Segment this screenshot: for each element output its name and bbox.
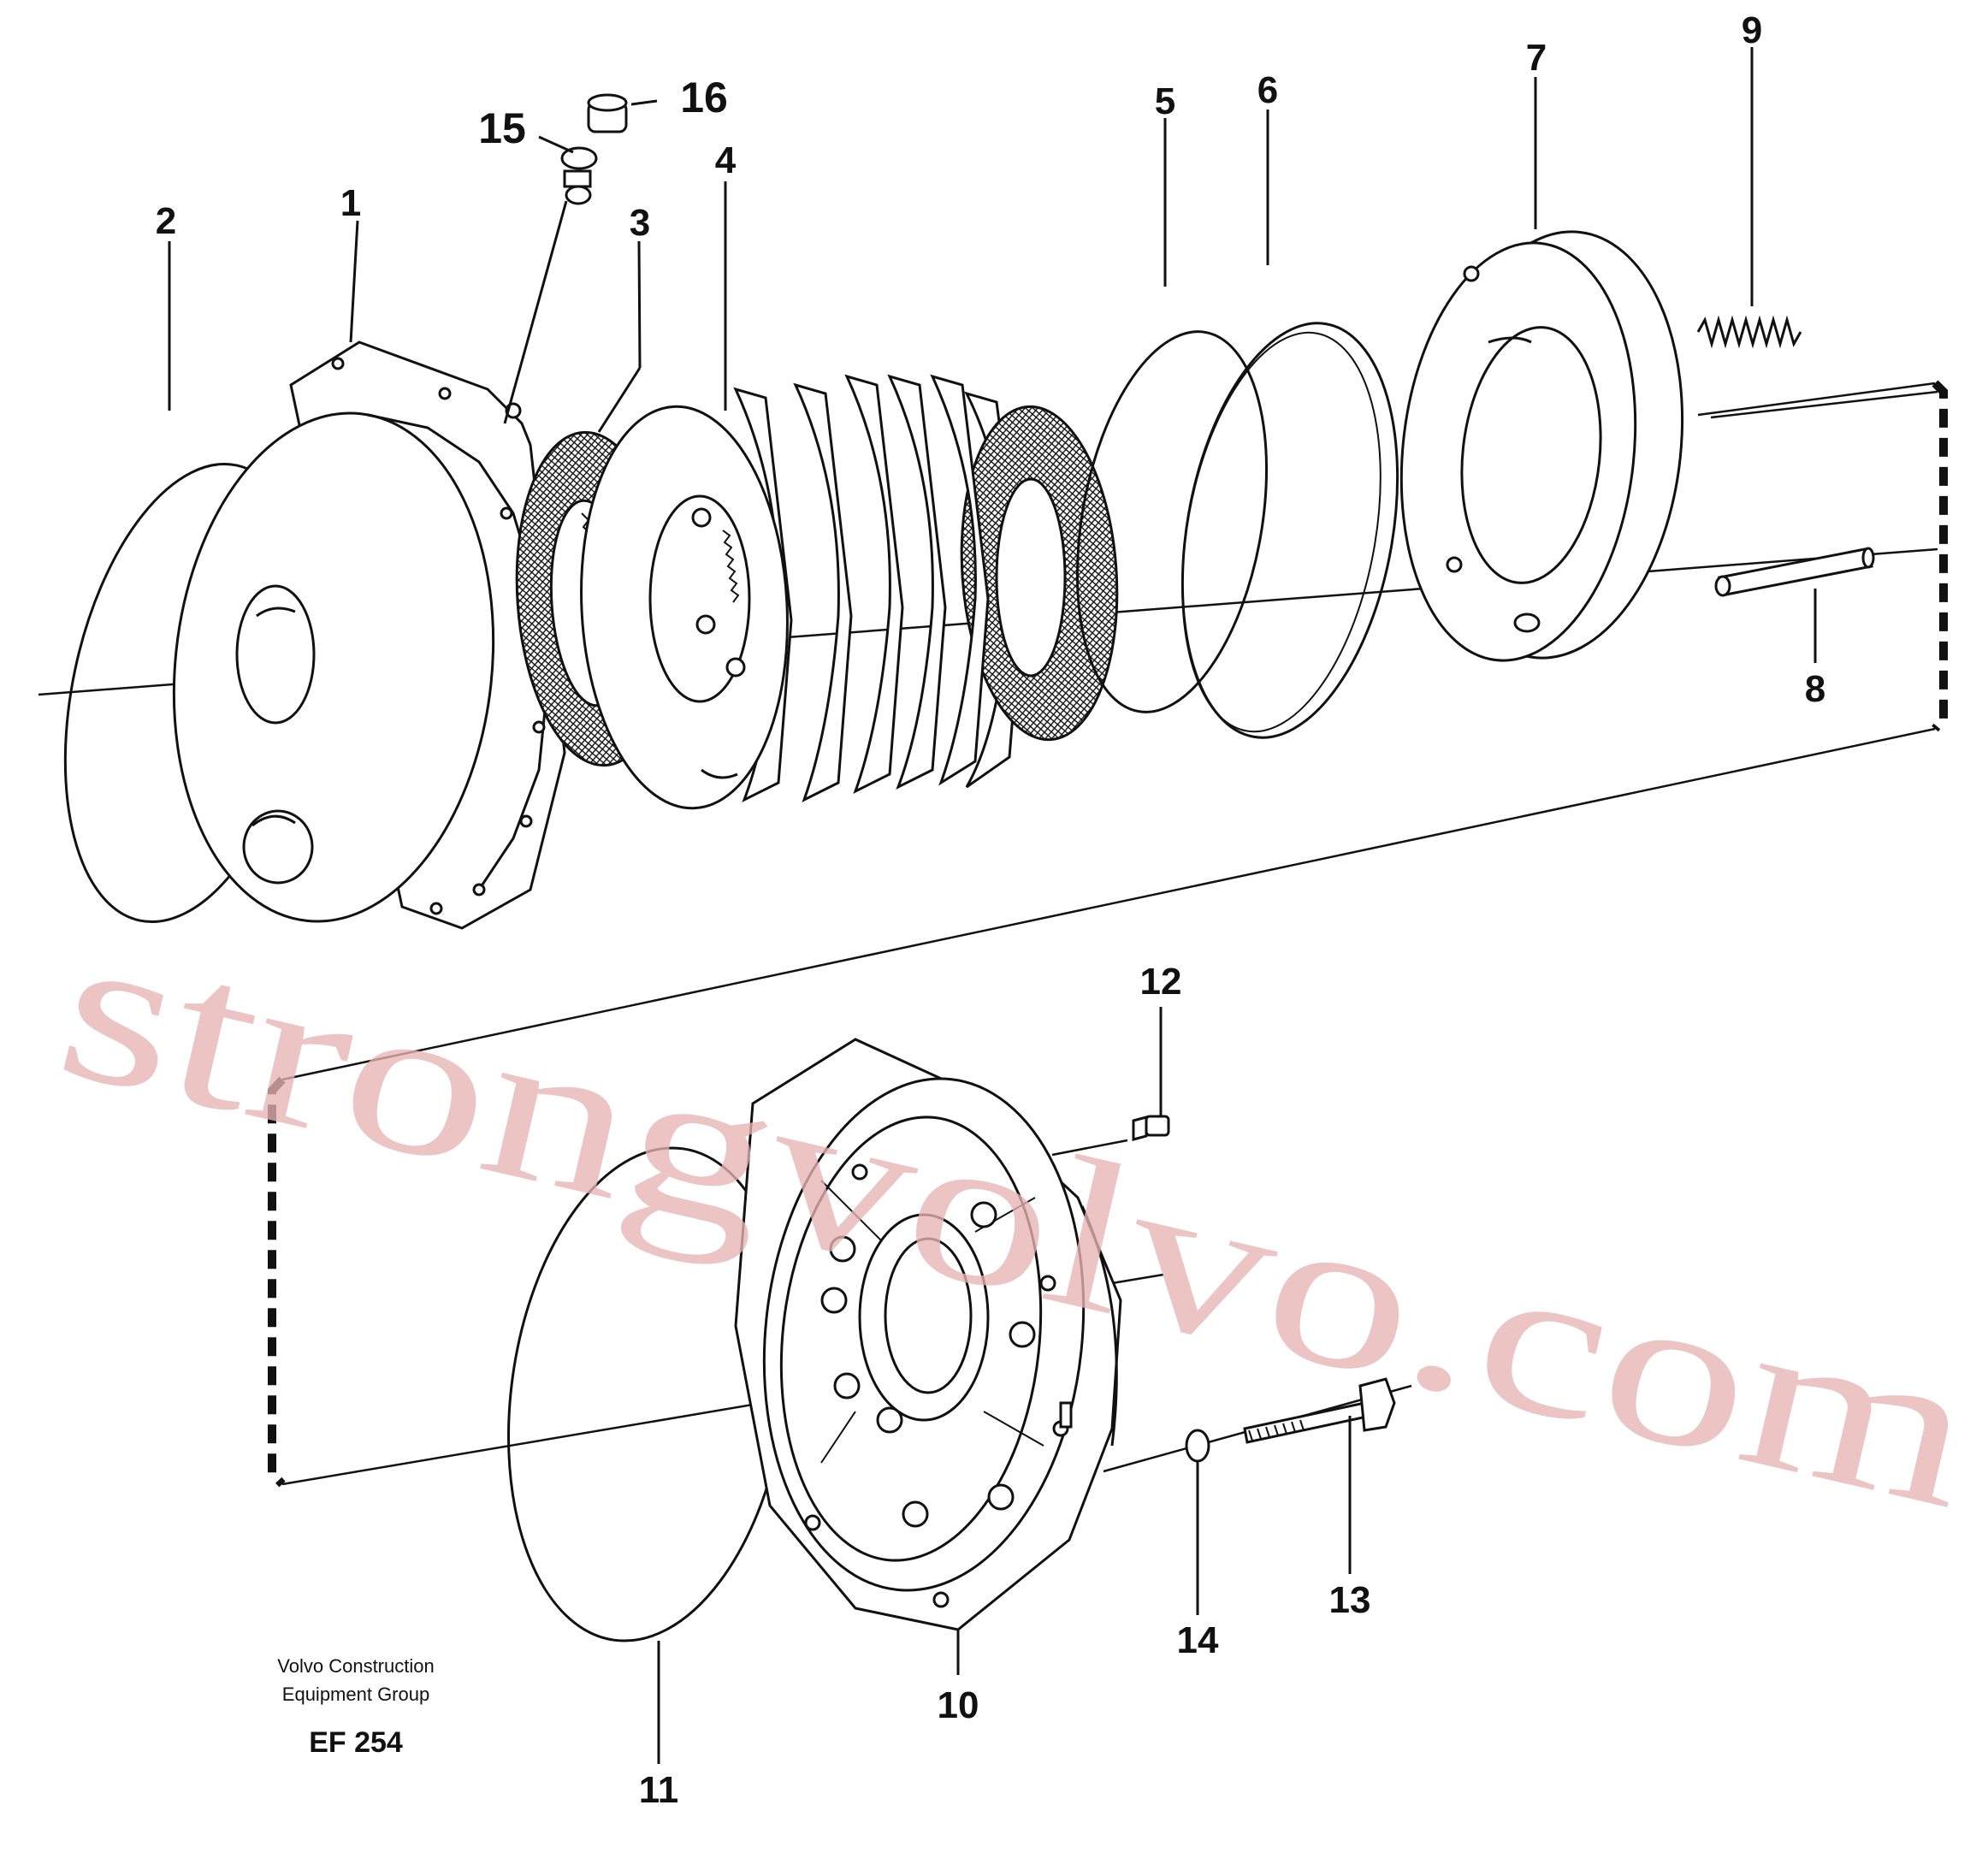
lower-leader-lines (657, 1007, 1352, 1764)
connecting-frame-upper (1932, 380, 1948, 732)
housing-part-1 (172, 340, 566, 930)
callout-part-14: 14 (1177, 1619, 1219, 1661)
drawing-code: EF 254 (309, 1726, 403, 1759)
pin-part-8 (1714, 547, 1875, 597)
callout-part-3: 3 (630, 202, 650, 244)
callout-part-13: 13 (1329, 1579, 1371, 1621)
credit-block: Volvo Construction Equipment Group EF 25… (277, 1655, 434, 1759)
callout-part-2: 2 (156, 200, 176, 242)
callout-part-12: 12 (1140, 961, 1182, 1003)
cover-part-10 (734, 1038, 1122, 1631)
callout-part-8: 8 (1805, 668, 1825, 710)
upper-assembly (38, 47, 1948, 1081)
callout-part-10: 10 (938, 1684, 979, 1726)
plug-part-12 (1132, 1115, 1170, 1141)
connecting-frame-lower (268, 1076, 286, 1488)
snap-ring-part-5 (1075, 330, 1269, 713)
spring-part-9 (1696, 315, 1802, 349)
credit-line-1: Volvo Construction (277, 1655, 434, 1677)
callout-part-1: 1 (340, 182, 361, 224)
callout-part-9: 9 (1742, 9, 1762, 51)
lower-assembly (268, 1007, 1412, 1764)
callout-part-15: 15 (478, 104, 526, 152)
callout-part-7: 7 (1526, 37, 1547, 79)
callout-numbers: 1 2 3 4 5 6 7 8 9 10 11 12 13 14 15 16 (156, 9, 1825, 1811)
credit-line-2: Equipment Group (282, 1684, 429, 1705)
frame-top-line (1697, 382, 1936, 417)
bleed-screw-part-15 (560, 146, 598, 205)
frame-link-line (281, 727, 1936, 1081)
callout-part-11: 11 (639, 1769, 679, 1811)
seal-ring-inner-part-6 (1181, 331, 1382, 733)
cap-part-16 (587, 93, 628, 133)
callout-part-6: 6 (1257, 69, 1278, 111)
callout-part-4: 4 (715, 139, 737, 181)
washer-part-14 (1185, 1429, 1210, 1463)
bolt-part-13 (1243, 1377, 1396, 1444)
disc-stack-part-4 (580, 374, 1119, 810)
callout-part-5: 5 (1155, 80, 1175, 122)
piston-part-7 (1399, 230, 1684, 662)
upper-leader-lines (168, 47, 1817, 663)
callout-part-16: 16 (680, 74, 728, 121)
